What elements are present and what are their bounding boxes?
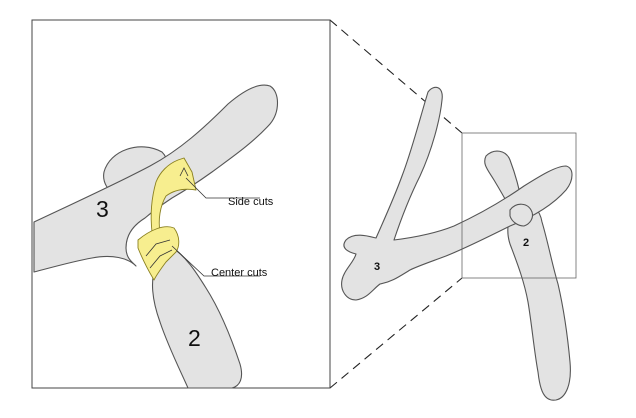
zoom-region-box <box>461 132 577 279</box>
detail-fragment-3 <box>33 84 279 273</box>
detail-fragment-2-label: 2 <box>188 325 201 351</box>
detail-frame <box>31 19 331 389</box>
side-cuts-label: Side cuts <box>228 196 274 208</box>
side-cut-notch <box>179 167 189 177</box>
overview-fragment-3 <box>341 86 573 301</box>
center-cut-crease-2 <box>149 249 173 269</box>
overview-fragment-2-label: 2 <box>523 237 529 249</box>
zoom-projection-line-bottom <box>329 277 463 389</box>
overview-fragment-3-label: 3 <box>374 261 380 273</box>
side-cut-region <box>150 157 197 233</box>
side-cuts-leader <box>185 177 260 199</box>
detail-fragment-3-label: 3 <box>96 196 109 222</box>
detail-panel: Side cuts Center cuts 3 2 <box>31 19 331 389</box>
center-cut-crease <box>145 239 171 257</box>
zoom-projection-line-top <box>329 19 463 134</box>
center-cuts-label: Center cuts <box>211 267 268 279</box>
center-cuts-leader <box>171 245 260 277</box>
overview-specimen: 3 2 <box>341 86 577 401</box>
overview-fragment-2-top <box>509 203 534 227</box>
